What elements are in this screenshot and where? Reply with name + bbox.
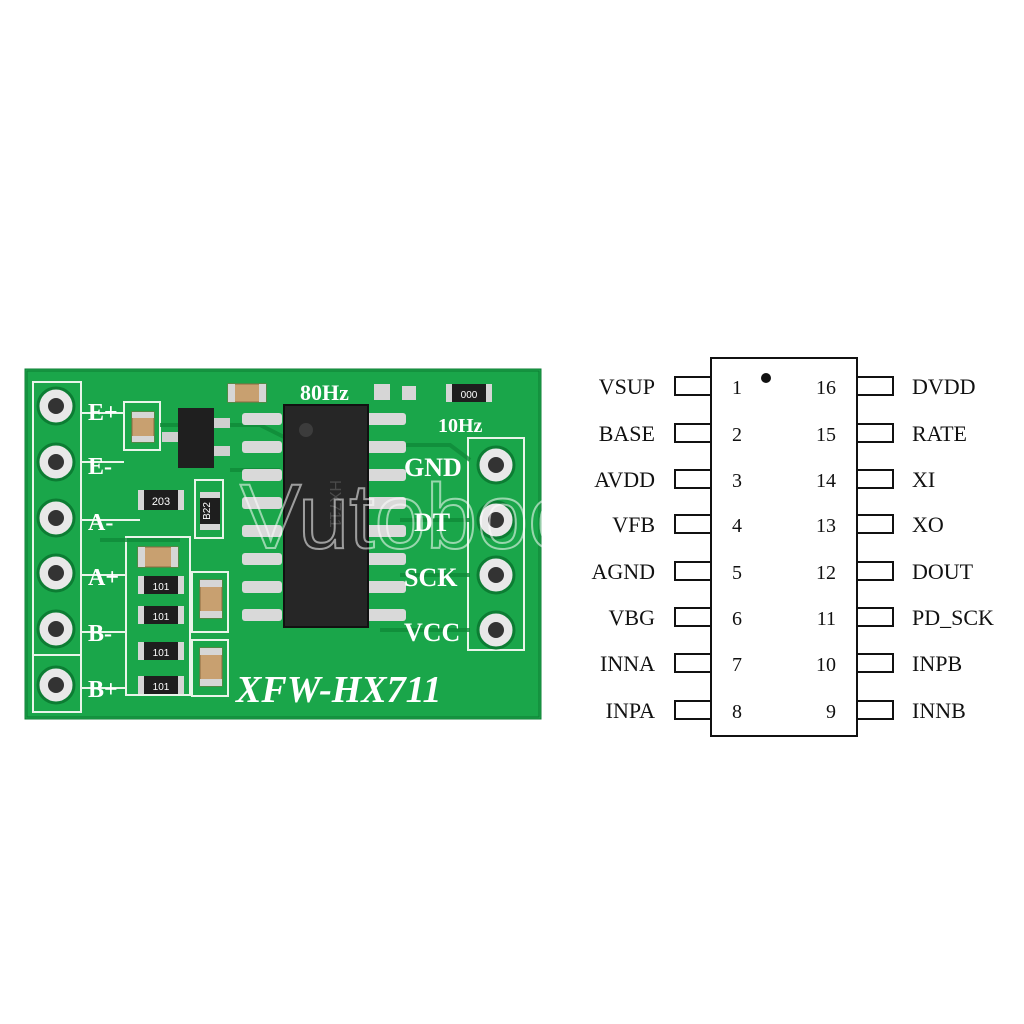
pin-number: 10 [816,654,836,676]
silkscreen-lines [32,381,525,713]
label-a-plus: A+ [88,565,119,591]
resistor-code: 101 [153,612,170,623]
board-title: XFW-HX711 [235,669,442,711]
label-a-minus: A- [88,510,113,536]
label-b-minus: B- [88,621,112,647]
capacitors [131,383,416,687]
pin-number: 3 [732,470,742,492]
pin-name: BASE [599,421,655,446]
pin-number: 8 [732,701,742,723]
hx711-board: HX711 203 101 [24,368,542,720]
pin-name: VSUP [599,374,655,399]
pin-number: 6 [732,608,742,630]
pin1-indicator [761,373,771,383]
right-header [476,445,516,650]
pin-name: RATE [912,421,967,446]
pin-number: 1 [732,377,742,399]
pin-name: XI [912,467,935,492]
right-pin-column: DVDD RATE XI XO DOUT PD_SCK INPB INNB 16… [816,374,994,723]
hx711-chip [283,404,369,628]
label-10hz: 10Hz [438,415,483,437]
resistor-code: 203 [152,496,170,508]
label-e-minus: E- [88,454,112,480]
pin-number: 4 [732,515,742,537]
component-marking: B22 [202,502,213,520]
resistor-code: 101 [153,682,170,693]
label-sck: SCK [404,563,458,592]
pin-name: PD_SCK [912,605,994,630]
label-80hz: 80Hz [300,380,349,405]
pin-name: AVDD [594,467,655,492]
resistor-code: 101 [153,648,170,659]
pin-name: INPA [606,698,655,723]
left-header [36,386,76,705]
pin-name: DVDD [912,374,976,399]
pin-number: 15 [816,424,836,446]
pin-number: 12 [816,562,836,584]
pin-number: 16 [816,377,836,399]
ic-body [710,357,858,737]
traces [100,423,472,632]
pin-name: INNA [600,651,655,676]
pin-number: 14 [816,470,836,492]
pin-name: AGND [591,559,655,584]
resistor-code: 101 [153,582,170,593]
pin-name: DOUT [912,559,974,584]
pin-number: 7 [732,654,742,676]
label-e-plus: E+ [88,400,118,426]
chip-pads [242,413,406,621]
pin-number: 13 [816,515,836,537]
pin-name: INPB [912,651,962,676]
pin-number: 11 [817,608,836,630]
resistors: 203 101 101 101 101 000 B22 [138,384,492,694]
pin-name: VBG [609,605,656,630]
watermark: Vutobochm [240,466,702,568]
transistor [178,408,214,468]
left-pin-column: VSUP BASE AVDD VFB AGND VBG INNA INPA 1 … [591,374,742,723]
label-vcc: VCC [404,618,460,647]
pinout-diagram: VSUP BASE AVDD VFB AGND VBG INNA INPA 1 … [591,357,994,737]
pin-name: VFB [612,512,655,537]
label-b-plus: B+ [88,677,118,703]
chip-pin1-dot [299,423,313,437]
pin-number: 9 [826,701,836,723]
pin-number: 5 [732,562,742,584]
pin-name: XO [912,512,944,537]
label-dt: DT [414,508,450,537]
resistor-code: 000 [461,390,478,401]
chip-marking: HX711 [326,480,343,528]
label-gnd: GND [404,453,462,482]
pin-number: 2 [732,424,742,446]
pin-name: INNB [912,698,966,723]
